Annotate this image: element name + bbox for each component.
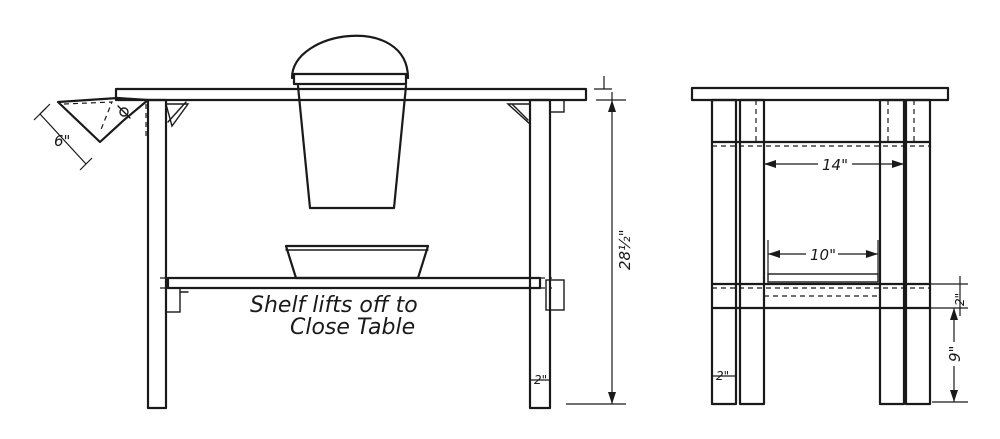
right-shelf-cleat (545, 279, 565, 311)
dim-2-right-shelf-annotation: 2" (930, 276, 968, 316)
end-right-leg-outer (904, 98, 932, 406)
left-shelf-cleat (165, 287, 181, 313)
dim-28-label: 28½" (616, 229, 634, 270)
dim-6-annotation: 6" (33, 103, 93, 171)
hinge-icon (119, 107, 129, 117)
end-right-leg-inner (878, 98, 906, 406)
dim-28-annotation: 28½" (566, 76, 634, 405)
shelf-note-line2: Close Table (290, 315, 415, 340)
side-elevation: 6" Shelf lifts off to Close Table 2" (33, 34, 634, 410)
bucket-body (296, 84, 408, 210)
table-top (114, 87, 588, 102)
end-left-leg-outer (710, 98, 738, 406)
left-brace (165, 103, 190, 128)
dim-2-right-shelf-label: 2" (953, 293, 967, 306)
bucket-handle (290, 34, 410, 80)
bucket-rim (292, 72, 408, 86)
end-left-leg-inner (738, 98, 766, 406)
end-basin (767, 273, 879, 283)
dim-9-annotation: 9" (932, 308, 968, 403)
dim-14-annotation: 14" (764, 154, 904, 174)
right-leg (528, 98, 552, 410)
hinged-flap (56, 96, 150, 144)
right-cleat (549, 99, 565, 113)
flap-hidden (63, 101, 113, 133)
dim-2-left-annotation: 2" (530, 373, 550, 387)
right-brace (506, 103, 531, 126)
end-table-top (690, 86, 950, 102)
dim-6-label: 6" (54, 132, 70, 150)
dim-2-right-leg-annotation: 2" (712, 369, 736, 383)
end-elevation: 14" 10" 2" (690, 86, 968, 406)
dim-2-right-leg-label: 2" (716, 369, 729, 383)
dim-2-left-label: 2" (534, 373, 547, 387)
dim-14-label: 14" (822, 156, 848, 174)
shelf (166, 276, 542, 290)
shelf-note-line1: Shelf lifts off to (250, 293, 418, 318)
wash-basin (284, 244, 430, 280)
dim-9-label: 9" (946, 346, 964, 362)
dim-10-label: 10" (810, 246, 836, 264)
left-leg (146, 98, 168, 410)
dim-10-annotation: 10" (767, 240, 879, 274)
